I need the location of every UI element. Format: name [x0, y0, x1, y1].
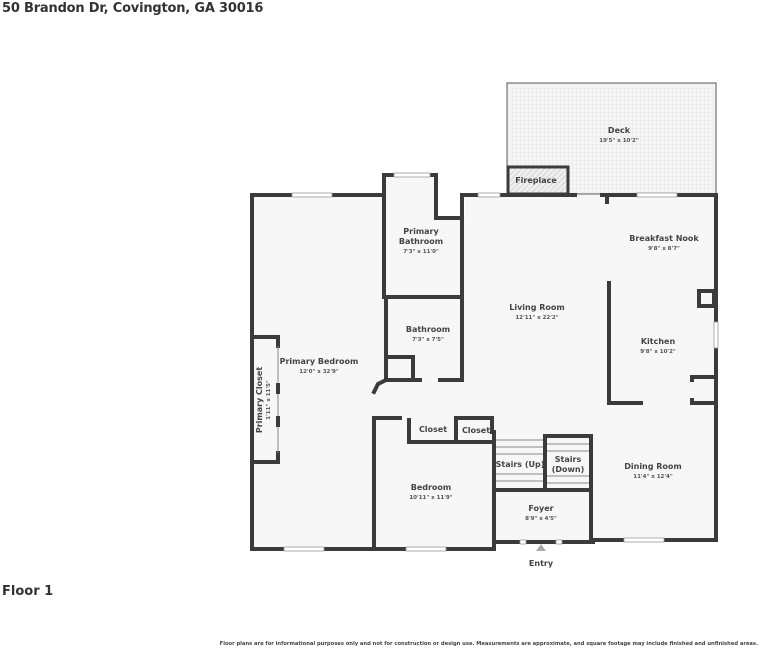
kitchen-dims: 9'8" x 10'2" [640, 349, 676, 355]
primary-bedroom-dims: 12'0" x 32'9" [299, 369, 339, 375]
primary-closet-label: Primary Closet [255, 367, 264, 434]
property-address: 50 Brandon Dr, Covington, GA 30016 [2, 1, 264, 16]
floor-fill [252, 175, 716, 549]
breakfast-nook-label: Breakfast Nook [629, 234, 699, 243]
primary-closet-dims: 1'11" x 11'5" [266, 380, 272, 420]
primary-bathroom-label-1: Primary [403, 227, 439, 236]
interior-walls [250, 193, 716, 551]
stairs-up-label: Stairs (Up) [496, 460, 545, 469]
room-labels: Deck 19'5" x 10'2" Fireplace Primary Bat… [255, 126, 699, 568]
fireplace-label: Fireplace [515, 176, 557, 185]
bedroom-label: Bedroom [411, 483, 452, 492]
dining-room-dims: 11'4" x 12'4" [633, 474, 673, 480]
deck-dims: 19'5" x 10'2" [599, 138, 639, 144]
floor-label: Floor 1 [2, 584, 54, 599]
disclaimer: Floor plans are for informational purpos… [219, 641, 758, 647]
bathroom-dims: 7'3" x 7'5" [412, 337, 444, 343]
dining-room-label: Dining Room [624, 462, 682, 471]
primary-bathroom-dims: 7'3" x 11'0" [403, 249, 439, 255]
windows [283, 172, 719, 552]
stairs-down-label-1: Stairs [555, 455, 582, 464]
kitchen-label: Kitchen [641, 337, 676, 346]
foyer-label: Foyer [528, 504, 553, 513]
closet-2-label: Closet [462, 426, 490, 435]
breakfast-nook-dims: 9'8" x 8'7" [648, 246, 680, 252]
living-room-label: Living Room [509, 303, 565, 312]
foyer-dims: 8'9" x 4'5" [525, 516, 557, 522]
stair-treads [496, 439, 589, 484]
stairs-down-label-2: (Down) [552, 465, 585, 474]
primary-bedroom-label: Primary Bedroom [280, 357, 359, 366]
primary-bathroom-label-2: Bathroom [399, 237, 443, 246]
living-room-dims: 12'11" x 22'2" [515, 315, 558, 321]
deck-label: Deck [608, 126, 631, 135]
closet-1-label: Closet [419, 425, 447, 434]
bathroom-label: Bathroom [406, 325, 450, 334]
bedroom-dims: 10'11" x 11'9" [409, 495, 452, 501]
entry-label: Entry [529, 559, 554, 568]
entry-arrow-icon [536, 544, 546, 551]
